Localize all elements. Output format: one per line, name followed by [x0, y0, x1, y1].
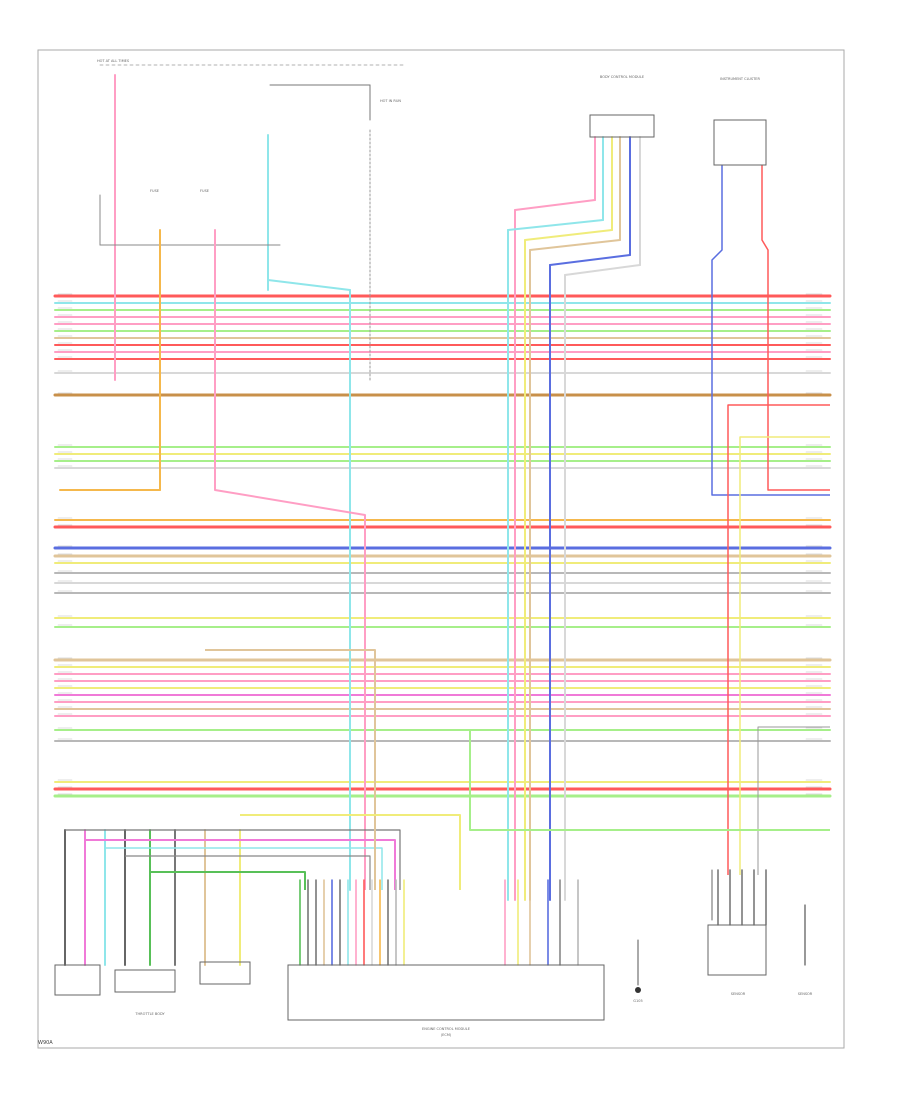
connector-turn — [507, 219, 604, 231]
green-return — [469, 730, 830, 831]
throttle-bus-mag — [85, 839, 396, 890]
sensor-label: SENSOR — [731, 992, 746, 996]
connector-turn — [549, 254, 631, 266]
connector-turn — [514, 199, 596, 211]
right-red-drop — [727, 404, 830, 875]
connector-turn — [529, 239, 621, 251]
ground-label: G105 — [633, 999, 642, 1003]
bcm-label: BODY CONTROL MODULE — [600, 75, 644, 79]
cluster-label: INSTRUMENT CLUSTER — [720, 77, 760, 81]
connector-turn — [564, 264, 641, 276]
throttle-bus-gry — [125, 855, 371, 890]
right-gry-drop — [757, 726, 830, 875]
fuse-label: FUSE — [200, 189, 209, 193]
fuse-block-label: HOT AT ALL TIMES — [97, 59, 130, 63]
throttle-bus-green — [150, 871, 306, 890]
wire-layer — [53, 64, 832, 986]
feed-wire-ltblu-diag — [267, 279, 351, 291]
throttle-body-right-box — [199, 961, 251, 985]
throttle-bus-ltblu — [105, 847, 383, 890]
tan-loop — [205, 649, 376, 890]
hot-in-run-label: HOT IN RUN — [380, 99, 401, 103]
diagram-code: W90A — [38, 1040, 53, 1046]
cluster-wire-blue — [711, 165, 830, 496]
right-yel-drop — [739, 436, 830, 875]
pink-route — [214, 489, 366, 890]
ecm-box — [287, 964, 605, 1021]
yel-loop — [240, 814, 461, 890]
right-sensor-box — [707, 924, 767, 976]
throttle-body-label: THROTTLE BODY — [134, 1012, 165, 1016]
throttle-bus-1 — [65, 829, 401, 890]
connector-turn — [524, 229, 613, 241]
diagram-border — [37, 49, 845, 1049]
component-layer — [54, 114, 767, 1021]
throttle-body-left-box — [54, 964, 101, 996]
ecm-label: ENGINE CONTROL MODULE — [422, 1027, 470, 1031]
ecm-sub-label: (ECM) — [441, 1033, 452, 1037]
cluster-connector — [713, 119, 767, 166]
cluster-wire-red — [761, 165, 830, 491]
ground-icon — [635, 987, 641, 993]
sensor-label-2: SENSOR — [798, 992, 813, 996]
label-layer: HOT AT ALL TIMES FUSE FUSE HOT IN RUN BODY C… — [97, 59, 813, 1037]
bcm-connector — [589, 114, 655, 138]
throttle-body-motor — [114, 969, 176, 993]
fuse-label: FUSE — [150, 189, 159, 193]
